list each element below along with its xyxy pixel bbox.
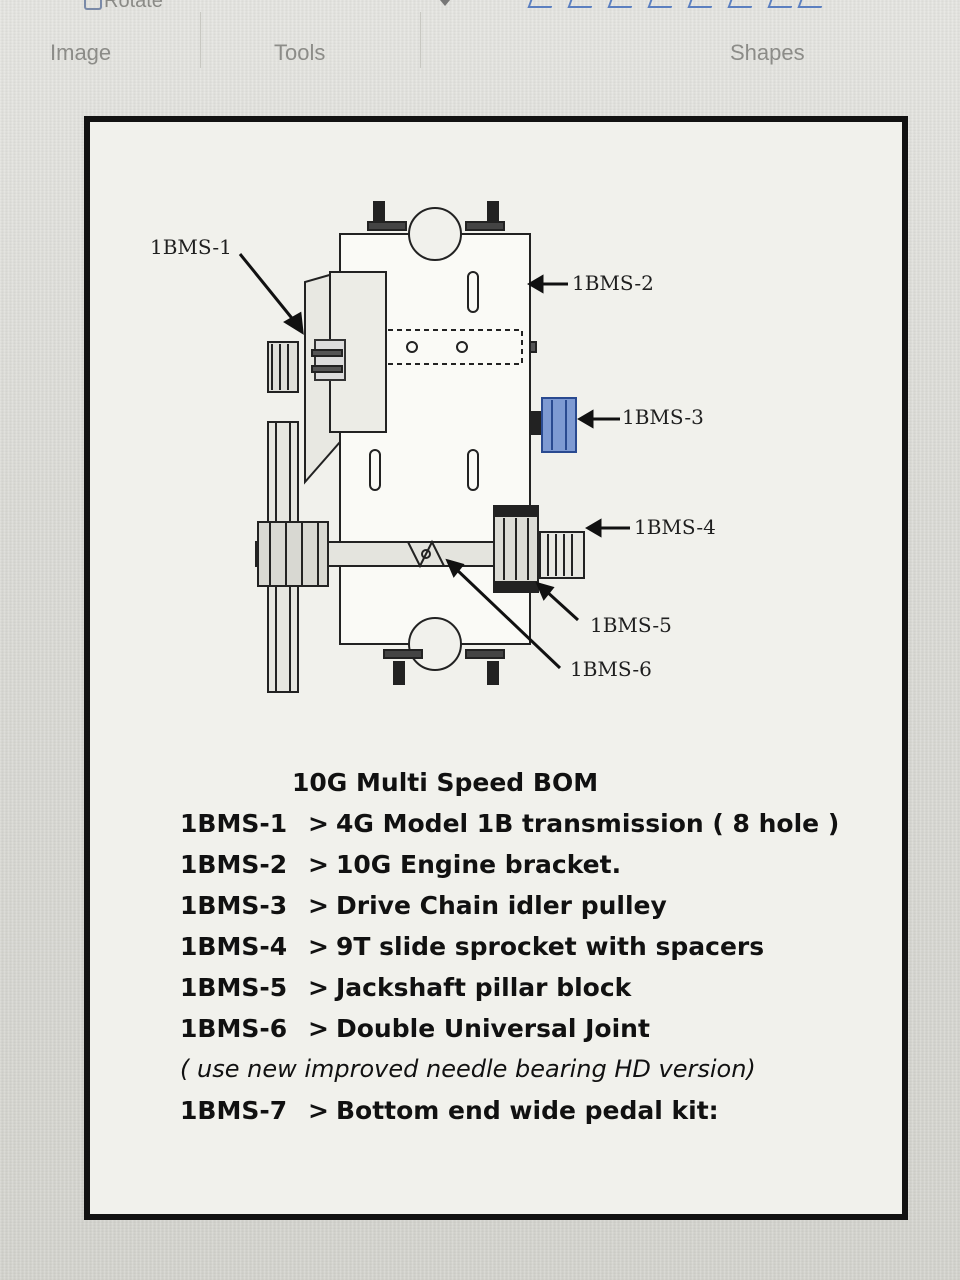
bom-item-desc: 10G Engine bracket. — [336, 850, 622, 879]
universal-joint — [407, 539, 445, 569]
group-label-tools: Tools — [274, 40, 326, 65]
bom-item: 1BMS-5 >Jackshaft pillar block — [180, 967, 880, 1008]
bom-item: 1BMS-1 >4G Model 1B transmission ( 8 hole… — [180, 803, 880, 844]
group-separator — [200, 12, 201, 68]
group-label-shapes: Shapes — [730, 40, 805, 65]
bom-item-desc: Bottom end wide pedal kit: — [336, 1096, 719, 1125]
bom-item: 1BMS-4 >9T slide sprocket with spacers — [180, 926, 880, 967]
callout-icon[interactable] — [767, 0, 797, 8]
bom-item-code: 1BMS-6 — [180, 1014, 288, 1043]
group-label-image: Image — [50, 40, 112, 65]
bom-item-separator: > — [308, 850, 329, 879]
shapes-gallery[interactable] — [527, 0, 830, 10]
bom-item-code: 1BMS-2 — [180, 850, 288, 879]
bom-item-separator: > — [308, 891, 329, 920]
callout-1bms-2: 1BMS-2 — [572, 271, 654, 295]
idler-pulley — [541, 397, 577, 453]
star-icon[interactable] — [607, 0, 637, 8]
chevron-down-icon[interactable] — [440, 0, 450, 6]
slide-sprocket — [539, 531, 585, 579]
bom-item-separator: > — [308, 809, 329, 838]
bom-item: 1BMS-3 >Drive Chain idler pulley — [180, 885, 880, 926]
callout-1bms-4: 1BMS-4 — [634, 515, 716, 539]
bom-item-desc: Jackshaft pillar block — [336, 973, 632, 1002]
bom-item-desc: 9T slide sprocket with spacers — [336, 932, 765, 961]
bom-item: 1BMS-6 >Double Universal Joint — [180, 1008, 880, 1049]
group-separator — [420, 12, 421, 68]
bom-title: 10G Multi Speed BOM — [292, 768, 599, 797]
callout-icon[interactable] — [727, 0, 757, 8]
star-icon[interactable] — [647, 0, 677, 8]
bom-item-desc: 4G Model 1B transmission ( 8 hole ) — [336, 809, 840, 838]
rotate-button[interactable]: Rotate — [104, 0, 163, 12]
bom-item-separator: > — [308, 932, 329, 961]
callout-1bms-5: 1BMS-5 — [590, 613, 672, 637]
rotate-icon[interactable] — [84, 0, 102, 10]
bottom-clamp-ring — [408, 617, 462, 671]
bom-item-separator: > — [308, 1096, 329, 1125]
callout-1bms-1: 1BMS-1 — [150, 235, 232, 259]
bom-item-desc: Double Universal Joint — [336, 1014, 650, 1043]
bom-item-separator: > — [308, 1014, 329, 1043]
bom-item-code: 1BMS-4 — [180, 932, 288, 961]
bom-item-code: 1BMS-3 — [180, 891, 288, 920]
image-canvas[interactable]: 1BMS-1 1BMS-2 1BMS-3 1BMS-4 1BMS-5 1BMS-… — [84, 116, 908, 1220]
engine-bracket-diagram: 1BMS-1 1BMS-2 1BMS-3 1BMS-4 1BMS-5 1BMS-… — [150, 201, 716, 693]
bom-note: ( use new improved needle bearing HD ver… — [180, 1055, 756, 1083]
callout-1bms-6: 1BMS-6 — [570, 657, 652, 681]
ribbon: Rotate Image Tools Shapes — [0, 0, 960, 78]
bom-list: 10G Multi Speed BOM 1BMS-1 >4G Model 1B t… — [180, 762, 880, 1131]
bom-item-separator: > — [308, 973, 329, 1002]
callout-icon[interactable] — [797, 0, 827, 8]
bom-item-code: 1BMS-7 — [180, 1096, 288, 1125]
bom-item: 1BMS-7 >Bottom end wide pedal kit: — [180, 1090, 880, 1131]
shape-icon[interactable] — [567, 0, 597, 8]
top-clamp-ring — [408, 207, 462, 261]
shape-icon[interactable] — [527, 0, 557, 8]
bom-item-desc: Drive Chain idler pulley — [336, 891, 667, 920]
bom-item: 1BMS-2 >10G Engine bracket. — [180, 844, 880, 885]
shape-icon[interactable] — [687, 0, 717, 8]
bom-item-code: 1BMS-5 — [180, 973, 288, 1002]
bom-item-code: 1BMS-1 — [180, 809, 288, 838]
callout-1bms-3: 1BMS-3 — [622, 405, 704, 429]
